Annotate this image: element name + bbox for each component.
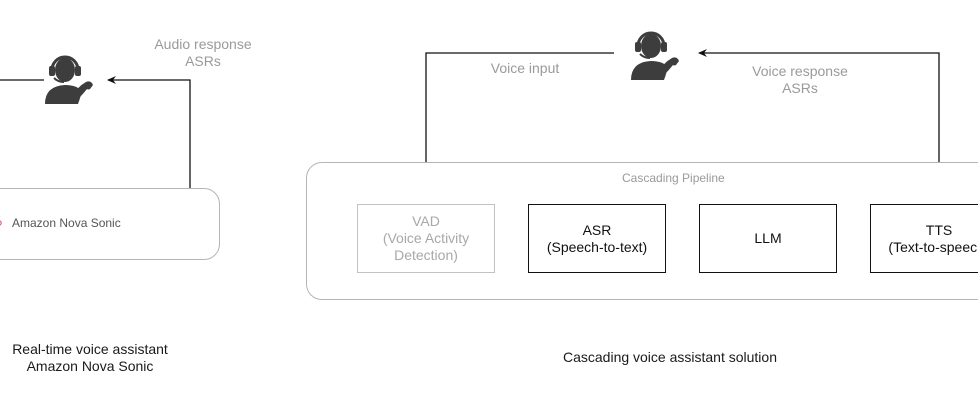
nova-sonic-box [0,188,220,260]
right-caption: Cascading voice assistant solution [562,349,777,365]
left-caption-line2: Amazon Nova Sonic [26,358,154,374]
nova-sonic-label: Amazon Nova Sonic [12,216,121,230]
left-response-arrow [107,76,191,188]
vad-stage-desc-line2: Detection) [394,247,458,263]
left-caption: Real-time voice assistant Amazon Nova So… [0,341,200,375]
cascading-pipeline-label: Cascading Pipeline [622,171,725,185]
audio-response-label-line1: Audio response [154,36,252,52]
vad-stage-title: VAD [412,213,440,229]
audio-response-label-line2: ASRs [185,53,221,69]
left-caption-line1: Real-time voice assistant [12,341,168,357]
voice-response-label-line1: Voice response [752,63,848,79]
amazon-nova-icon [0,213,6,233]
tts-stage-desc: (Text-to-speech) [888,238,978,255]
vad-stage-box: VAD (Voice Activity Detection) [357,204,495,273]
call-center-agent-icon [628,24,684,80]
voice-input-label: Voice input [490,60,560,76]
llm-stage-box: LLM [699,204,837,273]
call-center-agent-icon [42,48,98,104]
voice-response-label: Voice response ASRs [735,63,865,97]
vad-stage-desc-line1: (Voice Activity [382,230,470,246]
audio-response-label: Audio response ASRs [138,36,268,70]
tts-stage-title: TTS [925,221,953,238]
llm-stage-title: LLM [754,230,782,246]
voice-response-label-line2: ASRs [782,80,818,96]
voice-input-arrow [422,52,614,202]
left-input-label: t [0,40,8,57]
asr-stage-box: ASR (Speech-to-text) [528,204,666,273]
asr-stage-title: ASR [582,221,612,238]
voice-response-arrow [698,49,940,204]
tts-stage-box: TTS (Text-to-speech) [870,204,978,273]
asr-stage-desc: (Speech-to-text) [546,238,648,255]
